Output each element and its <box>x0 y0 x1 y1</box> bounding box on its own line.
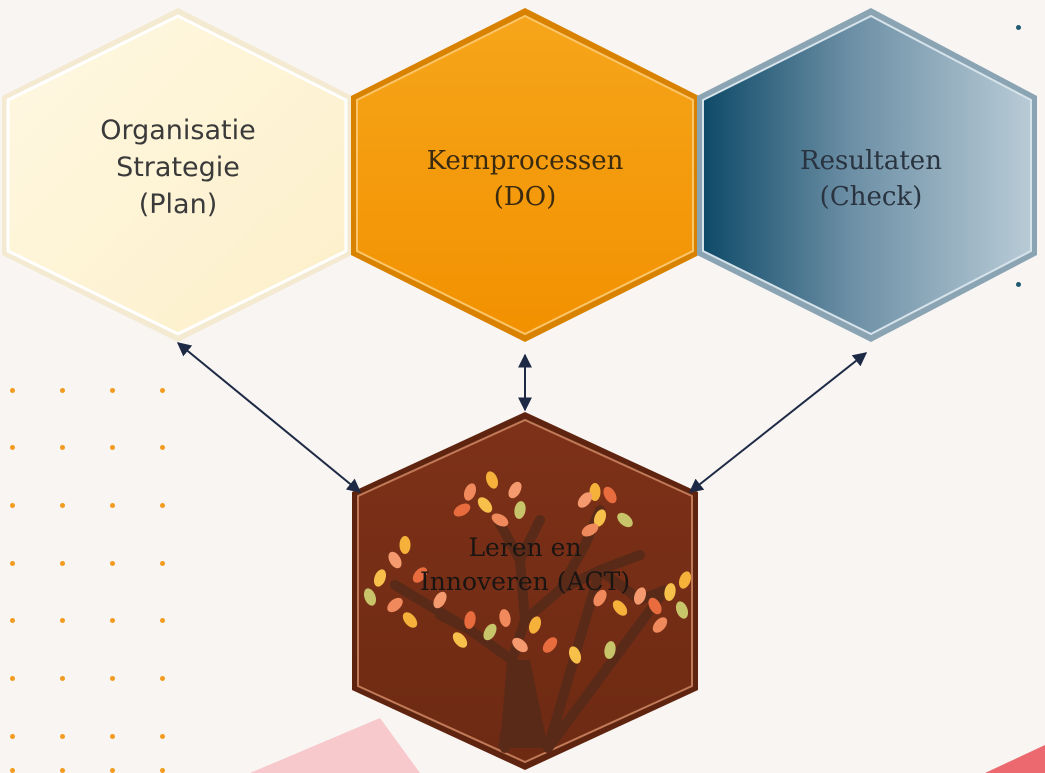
tree-leaf <box>528 616 542 634</box>
plan-label: Organisatie Strategie (Plan) <box>48 112 308 223</box>
decor-dot <box>160 768 165 773</box>
decor-dot <box>60 388 65 393</box>
decor-red-shape <box>985 745 1045 773</box>
act-label-line2: Innoveren (ACT) <box>419 567 631 596</box>
decor-dot <box>60 768 65 773</box>
decor-dot <box>160 388 165 393</box>
decor-dot <box>10 388 15 393</box>
decor-dot <box>110 388 115 393</box>
tree-leaf <box>589 483 601 501</box>
tree-leaf <box>603 486 617 504</box>
check-label-line2: (Check) <box>819 182 923 212</box>
tree-leaf <box>387 597 403 613</box>
decor-dot <box>110 676 115 681</box>
tree-leaf <box>508 481 522 499</box>
tree-leaf <box>633 587 647 605</box>
tree-leaf <box>433 591 447 609</box>
decor-teal-dot <box>1016 25 1021 30</box>
tree-illustration <box>363 471 692 753</box>
decor-dot <box>10 676 15 681</box>
hex-do <box>351 8 699 342</box>
decor-dot <box>60 734 65 739</box>
decor-dot <box>10 734 15 739</box>
tree-leaf <box>593 589 607 607</box>
tree-leaf <box>612 600 628 616</box>
decor-dot <box>110 445 115 450</box>
check-label: Resultaten (Check) <box>731 143 1011 215</box>
decor-dot <box>60 618 65 623</box>
tree-leaf <box>664 583 676 601</box>
do-label-line1: Kernprocessen <box>426 146 624 176</box>
tree-leaf <box>477 497 493 513</box>
decor-dot <box>160 618 165 623</box>
tree-leaf <box>363 588 377 606</box>
tree-leaf <box>512 637 528 653</box>
decor-dot <box>160 561 165 566</box>
tree-leaf <box>568 646 582 664</box>
do-label: Kernprocessen (DO) <box>385 143 665 215</box>
decor-dot <box>160 734 165 739</box>
tree-leaf <box>542 637 558 653</box>
hex-check <box>697 8 1037 342</box>
tree-leaf <box>452 632 468 648</box>
tree-leaf <box>485 471 499 489</box>
check-label-line1: Resultaten <box>800 146 942 176</box>
tree-leaf <box>373 569 387 587</box>
decor-dot <box>10 503 15 508</box>
tree-leaf <box>617 512 633 528</box>
decor-dot <box>60 503 65 508</box>
decor-dot <box>110 734 115 739</box>
hex-plan <box>2 8 352 342</box>
tree-leaf <box>604 641 616 659</box>
tree-leaf <box>499 609 511 627</box>
tree-leaf <box>514 501 526 519</box>
decor-pink-shape <box>250 718 420 773</box>
decor-dot <box>10 561 15 566</box>
tree-leaf <box>399 536 411 554</box>
decor-dot <box>60 561 65 566</box>
tree-leaf <box>581 523 599 537</box>
tree-leaf <box>577 492 593 508</box>
tree-leaf <box>412 567 428 583</box>
act-label: Leren en Innoveren (ACT) <box>375 531 675 599</box>
decor-dot <box>110 768 115 773</box>
tree-leaf <box>652 617 668 633</box>
tree-leaf <box>593 509 607 527</box>
plan-label-line3: (Plan) <box>138 189 218 220</box>
decor-dot <box>160 676 165 681</box>
tree-leaf <box>648 597 662 615</box>
decor-teal-dot <box>1016 282 1021 287</box>
tree-leaf <box>464 611 476 629</box>
tree-leaf <box>402 612 418 628</box>
decor-dot <box>160 503 165 508</box>
decor-dot <box>60 445 65 450</box>
decor-dot <box>60 676 65 681</box>
decor-dot <box>160 445 165 450</box>
decor-dot <box>10 618 15 623</box>
tree-leaf <box>453 503 471 517</box>
act-label-line1: Leren en <box>468 533 582 562</box>
tree-leaf <box>491 513 509 527</box>
tree-leaf <box>678 571 692 589</box>
tree-leaf <box>483 623 497 641</box>
tree-leaf <box>675 601 689 619</box>
decor-dot <box>10 768 15 773</box>
do-label-line2: (DO) <box>493 182 557 212</box>
decor-dot <box>10 445 15 450</box>
arrow-act-plan <box>176 342 362 493</box>
plan-label-line1: Organisatie <box>100 115 256 146</box>
arrow-act-check <box>688 352 868 493</box>
decor-dot <box>110 561 115 566</box>
tree-leaf <box>463 483 477 501</box>
decor-dot <box>110 503 115 508</box>
plan-label-line2: Strategie <box>116 152 240 183</box>
tree-leaf <box>388 551 402 569</box>
decor-dot <box>110 618 115 623</box>
